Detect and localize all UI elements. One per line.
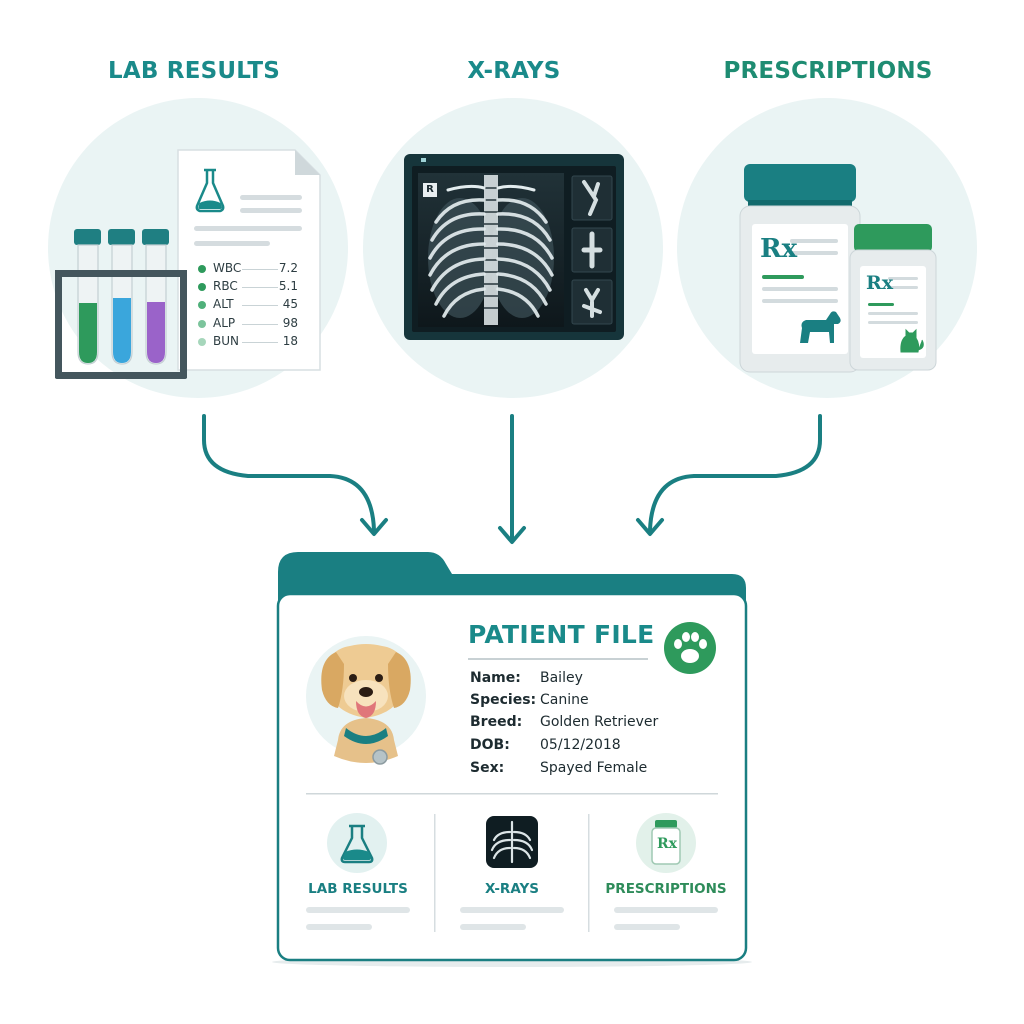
section-lab-results[interactable]: LAB RESULTS	[308, 881, 408, 897]
lab-value: 98	[282, 316, 298, 330]
patient-folder	[272, 552, 752, 967]
arrow-rx-to-file	[648, 414, 822, 532]
lab-value: 5.1	[278, 279, 298, 293]
lab-name: RBC	[213, 279, 238, 293]
rx-label-large: Rx	[760, 234, 798, 264]
field-value: Bailey	[540, 670, 583, 686]
arrow-head-center	[498, 526, 526, 544]
field-label: Sex:	[470, 760, 505, 776]
field-breed: Breed: Golden Retriever	[470, 714, 710, 734]
section-prescriptions[interactable]: PRESCRIPTIONS	[605, 881, 727, 897]
xrays-heading: X-RAYS	[467, 58, 561, 84]
prescriptions-heading: PRESCRIPTIONS	[723, 58, 933, 84]
field-name: Name: Bailey	[470, 670, 710, 690]
flask-icon	[340, 824, 374, 864]
lab-row-bun: BUN 18	[198, 334, 302, 350]
arrow-head-left	[360, 518, 388, 536]
section-xrays[interactable]: X-RAYS	[485, 881, 539, 897]
lab-name: WBC	[213, 261, 242, 275]
rx-label-section: Rx	[657, 836, 677, 852]
lab-name: BUN	[213, 334, 239, 348]
lab-name: ALP	[213, 316, 236, 330]
status-dot	[198, 301, 206, 309]
prescription-bottles-icon	[739, 164, 937, 373]
field-value: Spayed Female	[540, 760, 648, 776]
arrow-lab-to-file	[202, 414, 376, 532]
status-dot	[198, 338, 206, 346]
xray-side-marker: R	[423, 183, 437, 197]
status-dot	[198, 265, 206, 273]
field-label: Species:	[470, 692, 537, 708]
lab-results-heading: LAB RESULTS	[108, 58, 280, 84]
field-value: 05/12/2018	[540, 737, 621, 753]
field-label: Name:	[470, 670, 521, 686]
field-value: Canine	[540, 692, 589, 708]
field-label: DOB:	[470, 737, 510, 753]
status-dot	[198, 320, 206, 328]
arrow-head-right	[636, 518, 664, 536]
lab-document-icon	[177, 149, 321, 371]
lab-row-wbc: WBC 7.2	[198, 261, 302, 277]
lab-value: 7.2	[278, 261, 298, 275]
pill-bottle-icon	[651, 820, 681, 865]
dog-avatar	[321, 644, 411, 765]
field-label: Breed:	[470, 714, 523, 730]
field-value: Golden Retriever	[540, 714, 659, 730]
lab-value: 18	[282, 334, 298, 348]
lab-row-alt: ALT 45	[198, 297, 302, 313]
field-dob: DOB: 05/12/2018	[470, 737, 710, 757]
flow-arrows	[202, 414, 822, 544]
lab-value: 45	[282, 297, 298, 311]
patient-file-title: PATIENT FILE	[468, 620, 655, 649]
rx-label-small: Rx	[866, 272, 894, 294]
status-dot	[198, 283, 206, 291]
lab-row-alp: ALP 98	[198, 316, 302, 332]
xray-monitor-icon	[404, 154, 624, 340]
field-sex: Sex: Spayed Female	[470, 760, 710, 780]
lab-name: ALT	[213, 297, 234, 311]
test-tube-rack-icon	[55, 229, 187, 379]
field-species: Species: Canine	[470, 692, 710, 712]
lab-row-rbc: RBC 5.1	[198, 279, 302, 295]
paw-icon	[664, 622, 716, 674]
